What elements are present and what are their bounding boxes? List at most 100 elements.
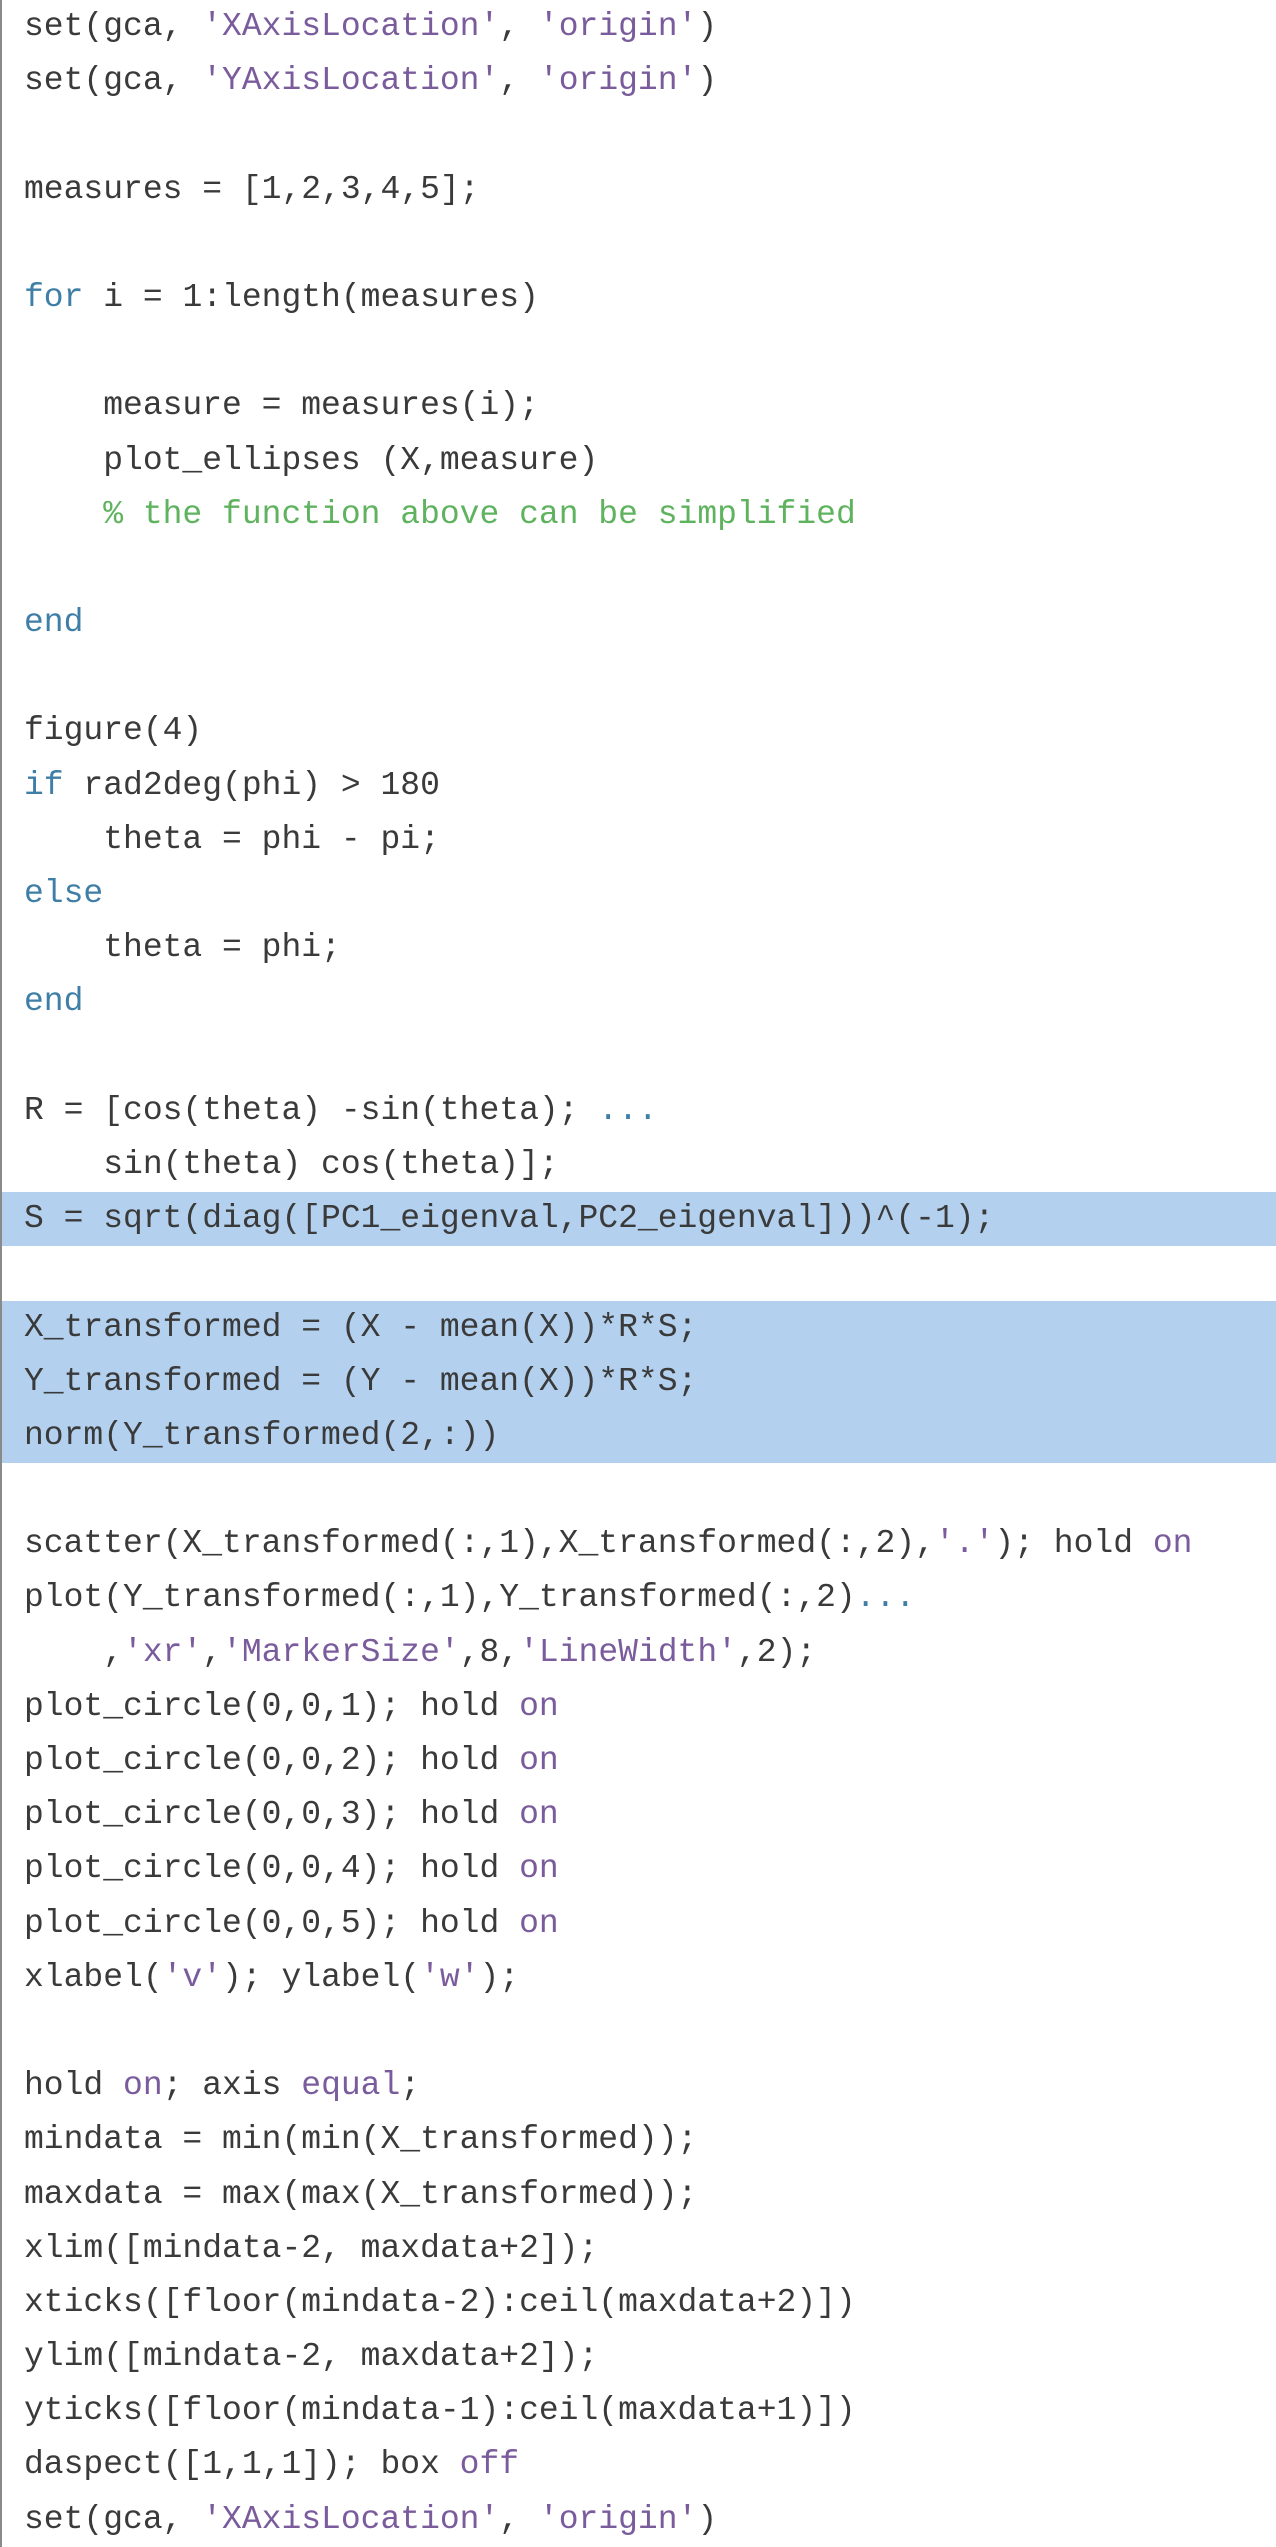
- code-text: i = 1:length(measures): [83, 278, 539, 316]
- code-line[interactable]: figure(4): [2, 704, 1276, 758]
- code-text: ,: [202, 1633, 223, 1671]
- code-text: ;: [400, 2067, 421, 2105]
- code-line[interactable]: plot(Y_transformed(:,1),Y_transformed(:,…: [2, 1571, 1276, 1625]
- code-line[interactable]: [2, 650, 1276, 704]
- code-text: scatter(X_transformed(:,1),X_transformed…: [24, 1525, 935, 1563]
- string-literal: 'origin': [538, 62, 698, 100]
- code-text: plot(Y_transformed(:,1),Y_transformed(:,…: [24, 1579, 856, 1617]
- code-line[interactable]: maxdata = max(max(X_transformed));: [2, 2168, 1276, 2222]
- code-text: plot_circle(0,0,2); hold: [24, 1742, 520, 1779]
- code-line[interactable]: xticks([floor(mindata-2):ceil(maxdata+2)…: [2, 2276, 1276, 2330]
- string-literal: on: [123, 2067, 163, 2105]
- code-text: Y_transformed = (Y - mean(X))*R*S;: [24, 1362, 698, 1400]
- code-line[interactable]: measure = measures(i);: [2, 379, 1276, 433]
- code-text: mindata = min(min(X_transformed));: [24, 2121, 698, 2159]
- code-text: R = [cos(theta) -sin(theta);: [24, 1091, 599, 1129]
- code-text: rad2deg(phi) > 180: [63, 766, 440, 804]
- code-text: measures = [1,2,3,4,5];: [24, 170, 480, 208]
- code-line[interactable]: set(gca, 'YAxisLocation', 'origin'): [2, 54, 1276, 108]
- code-line-selected[interactable]: X_transformed = (X - mean(X))*R*S;: [2, 1300, 1276, 1355]
- code-line[interactable]: end: [2, 596, 1276, 650]
- string-literal: on: [519, 1850, 559, 1888]
- code-text: [24, 496, 103, 533]
- code-line[interactable]: daspect([1,1,1]); box off: [2, 2438, 1276, 2492]
- code-text: plot_circle(0,0,5); hold: [24, 1904, 520, 1942]
- string-literal: '.': [934, 1525, 995, 1563]
- code-line[interactable]: measures = [1,2,3,4,5];: [2, 163, 1276, 217]
- code-text: set(gca,: [24, 2500, 203, 2538]
- keyword: end: [24, 983, 84, 1021]
- code-line[interactable]: if rad2deg(phi) > 180: [2, 759, 1276, 813]
- code-line[interactable]: theta = phi - pi;: [2, 813, 1276, 867]
- code-line[interactable]: ,'xr','MarkerSize',8,'LineWidth',2);: [2, 1626, 1276, 1680]
- code-line[interactable]: [2, 2005, 1276, 2059]
- code-line[interactable]: [2, 1463, 1276, 1517]
- code-line[interactable]: sin(theta) cos(theta)];: [2, 1138, 1276, 1192]
- code-line[interactable]: [2, 108, 1276, 162]
- code-line[interactable]: else: [2, 867, 1276, 921]
- code-text: X_transformed = (X - mean(X))*R*S;: [24, 1308, 698, 1346]
- code-text: ): [697, 62, 718, 100]
- code-line[interactable]: end: [2, 975, 1276, 1029]
- code-line[interactable]: % the function above can be simplified: [2, 488, 1276, 542]
- code-text: plot_circle(0,0,3); hold: [24, 1796, 520, 1834]
- code-text: xticks([floor(mindata-2):ceil(maxdata+2)…: [24, 2283, 856, 2321]
- keyword: end: [24, 604, 84, 642]
- code-line[interactable]: plot_circle(0,0,2); hold on: [2, 1734, 1276, 1788]
- string-literal: 'XAxisLocation': [202, 8, 500, 45]
- string-literal: 'MarkerSize': [222, 1633, 460, 1671]
- comment: % the function above can be simplified: [103, 495, 856, 533]
- code-line[interactable]: plot_circle(0,0,1); hold on: [2, 1680, 1276, 1734]
- code-line[interactable]: R = [cos(theta) -sin(theta); ...: [2, 1084, 1276, 1138]
- string-literal: 'YAxisLocation': [202, 62, 500, 100]
- code-line[interactable]: xlabel('v'); ylabel('w');: [2, 1951, 1276, 2005]
- code-line[interactable]: set(gca, 'XAxisLocation', 'origin'): [2, 2493, 1276, 2547]
- code-line-selected[interactable]: S = sqrt(diag([PC1_eigenval,PC2_eigenval…: [2, 1192, 1276, 1247]
- code-text: );: [479, 1958, 520, 1996]
- code-text: yticks([floor(mindata-1):ceil(maxdata+1)…: [24, 2392, 856, 2430]
- code-text: ,8,: [459, 1633, 520, 1671]
- code-text: ,: [499, 2500, 539, 2538]
- code-line[interactable]: [2, 542, 1276, 596]
- keyword: if: [24, 766, 64, 804]
- code-text: ,2);: [736, 1633, 817, 1671]
- code-line[interactable]: ylim([mindata-2, maxdata+2]);: [2, 2330, 1276, 2384]
- code-line[interactable]: [2, 325, 1276, 379]
- string-literal: off: [459, 2446, 520, 2484]
- code-line[interactable]: [2, 1030, 1276, 1084]
- code-text: ; axis: [162, 2067, 302, 2105]
- code-line[interactable]: yticks([floor(mindata-1):ceil(maxdata+1)…: [2, 2384, 1276, 2438]
- code-text: ,: [499, 8, 539, 45]
- code-text: xlim([mindata-2, maxdata+2]);: [24, 2229, 599, 2267]
- code-line[interactable]: theta = phi;: [2, 921, 1276, 975]
- code-line[interactable]: [2, 1246, 1276, 1300]
- code-line[interactable]: xlim([mindata-2, maxdata+2]);: [2, 2222, 1276, 2276]
- code-line[interactable]: scatter(X_transformed(:,1),X_transformed…: [2, 1517, 1276, 1571]
- code-text: hold: [24, 2067, 124, 2105]
- string-literal: on: [519, 1687, 559, 1725]
- code-text: theta = phi - pi;: [24, 820, 440, 858]
- code-text: ylim([mindata-2, maxdata+2]);: [24, 2338, 599, 2376]
- string-literal: 'LineWidth': [519, 1633, 737, 1671]
- code-line[interactable]: mindata = min(min(X_transformed));: [2, 2113, 1276, 2167]
- code-line[interactable]: plot_circle(0,0,3); hold on: [2, 1788, 1276, 1842]
- code-text: xlabel(: [24, 1958, 163, 1996]
- code-line[interactable]: plot_circle(0,0,4); hold on: [2, 1842, 1276, 1896]
- code-text: measure = measures(i);: [24, 387, 539, 425]
- keyword: for: [24, 278, 84, 316]
- code-line[interactable]: plot_circle(0,0,5); hold on: [2, 1897, 1276, 1951]
- code-text: ,: [499, 62, 539, 100]
- code-line[interactable]: plot_ellipses (X,measure): [2, 434, 1276, 488]
- code-line[interactable]: [2, 217, 1276, 271]
- code-line[interactable]: hold on; axis equal;: [2, 2059, 1276, 2113]
- code-line[interactable]: for i = 1:length(measures): [2, 271, 1276, 325]
- code-text: plot_circle(0,0,1); hold: [24, 1687, 520, 1725]
- code-text: ): [697, 8, 718, 45]
- code-text: plot_circle(0,0,4); hold: [24, 1850, 520, 1888]
- string-literal: 'XAxisLocation': [202, 2500, 500, 2538]
- code-line-selected[interactable]: norm(Y_transformed(2,:)): [2, 1408, 1276, 1464]
- code-line[interactable]: set(gca, 'XAxisLocation', 'origin'): [2, 0, 1276, 54]
- code-line-selected[interactable]: Y_transformed = (Y - mean(X))*R*S;: [2, 1354, 1276, 1409]
- string-literal: on: [1152, 1525, 1193, 1563]
